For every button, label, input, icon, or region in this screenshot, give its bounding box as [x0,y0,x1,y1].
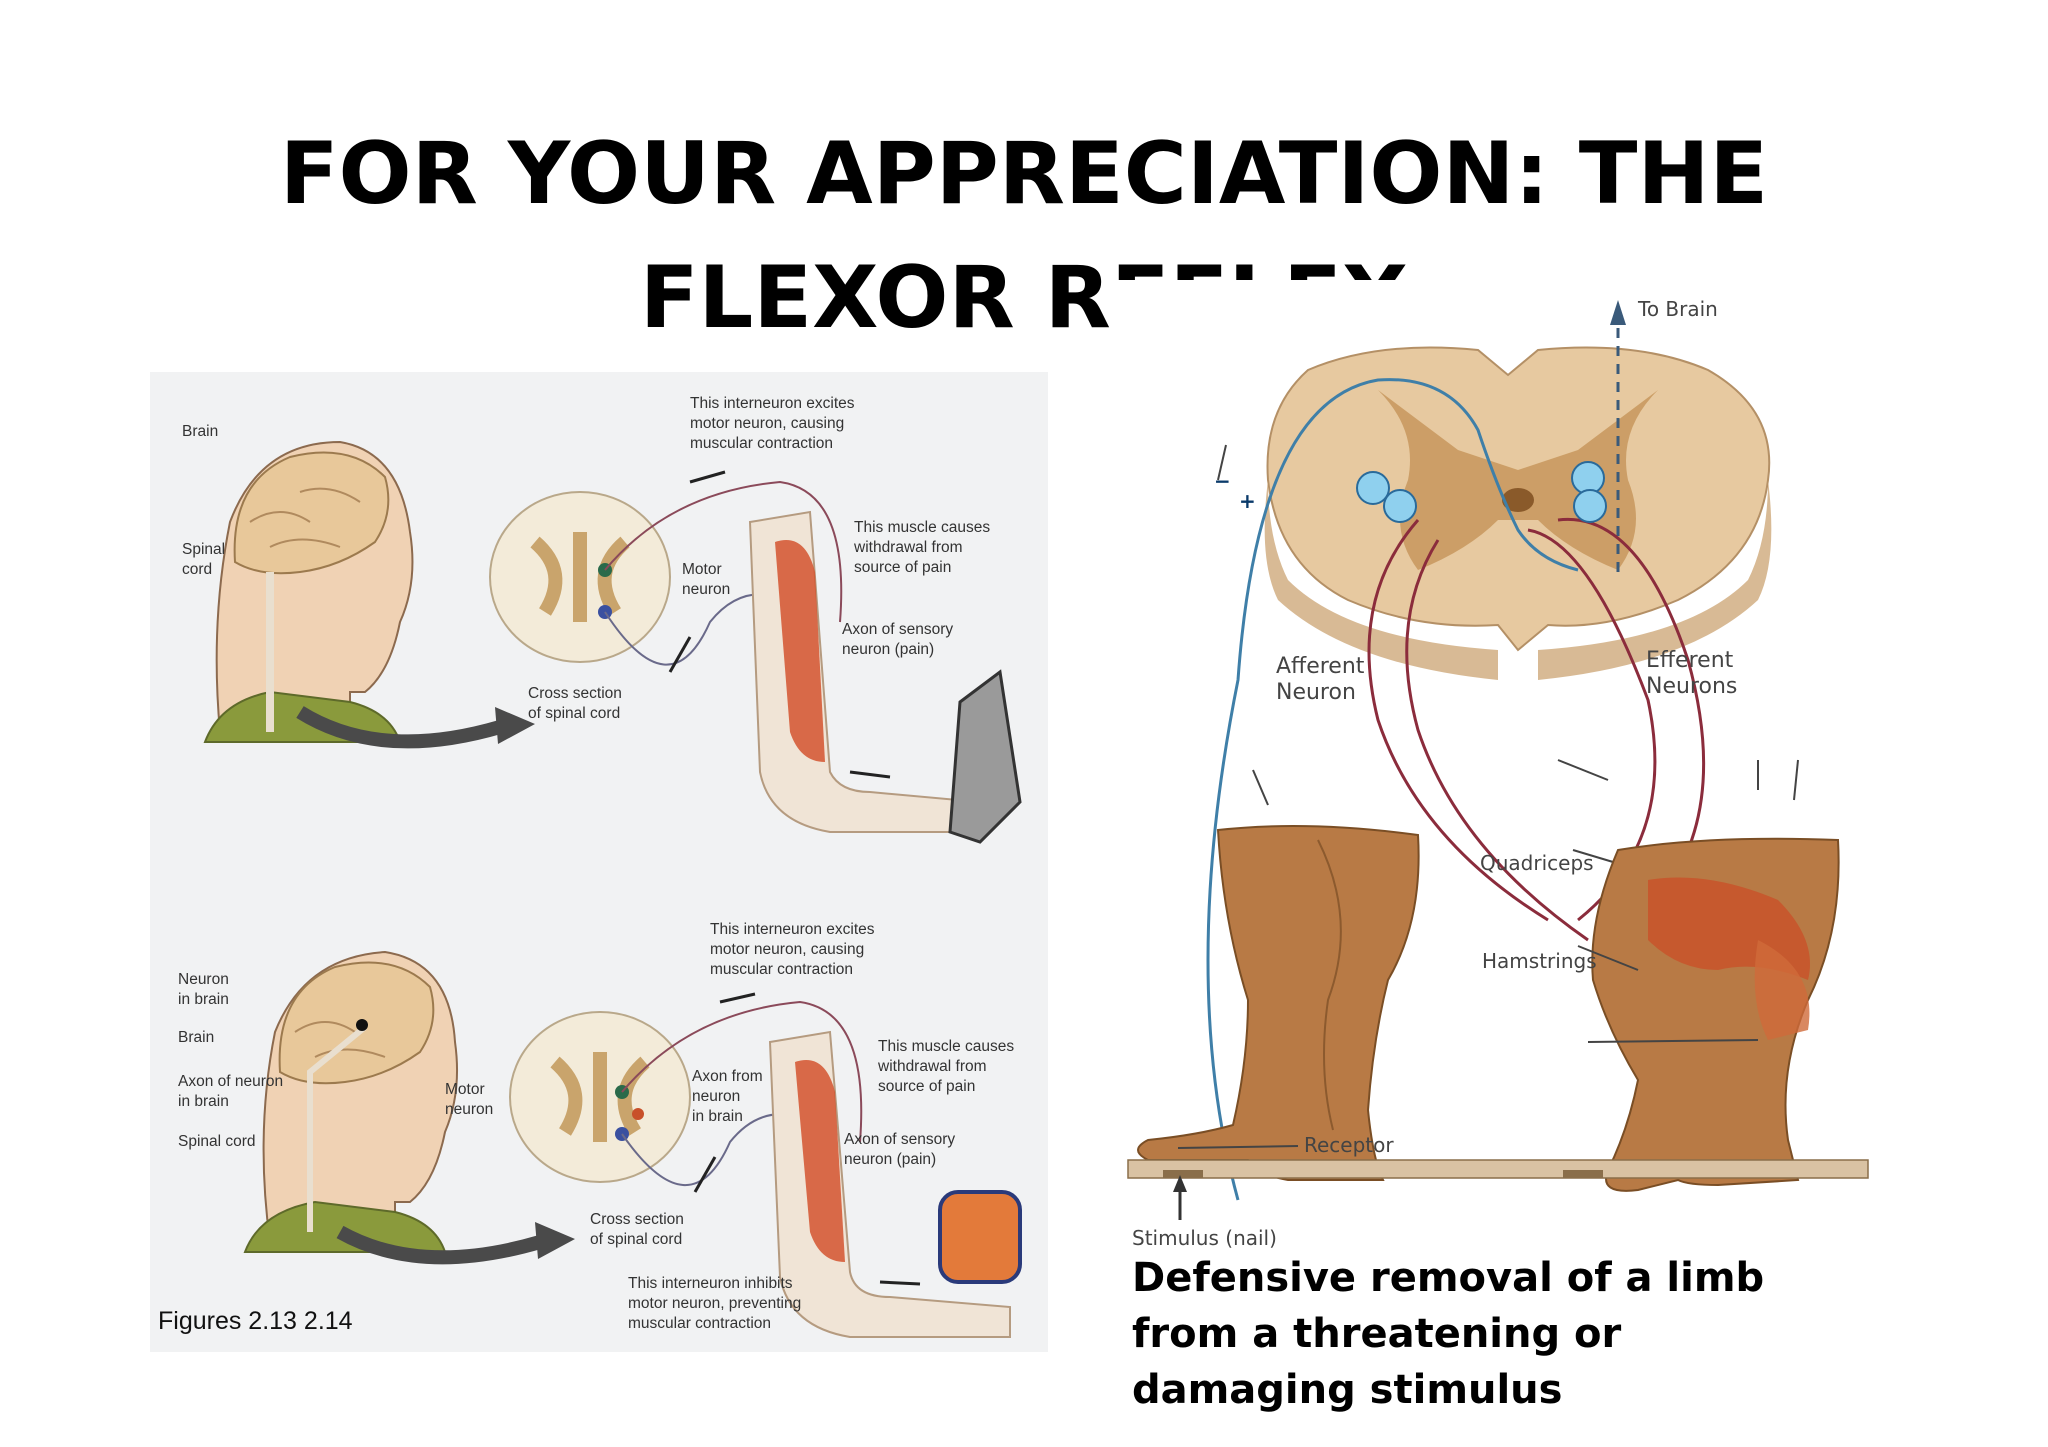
label-quadriceps: Quadriceps [1480,851,1594,875]
label-cross-section-top: Cross section of spinal cord [528,685,622,722]
reflex-diagram-illustration [1127,300,1869,1220]
arrow-to-cross-section-bottom [336,1225,542,1265]
textbook-figure: Brain Spinal cord This interneuron excit… [150,372,1048,1352]
label-cross-section-bottom: Cross section of spinal cord [590,1211,684,1248]
label-hamstrings: Hamstrings [1482,949,1597,973]
label-brain-top: Brain [182,423,219,440]
title-line-1: FOR YOUR APPRECIATION: THE [279,124,1769,224]
label-sensory-axon-bottom: Axon of sensory neuron (pain) [844,1131,956,1168]
label-interneuron-excites-bottom: This interneuron excites motor neuron, c… [710,921,875,978]
slide-caption: Defensive removal of a limb from a threa… [1132,1255,1765,1413]
label-muscle-withdrawal-top: This muscle causes withdrawal from sourc… [854,519,991,576]
label-receptor: Receptor [1304,1133,1394,1157]
label-motor-neuron-top: Motor neuron [682,561,731,598]
spinal-cross-section-top [489,491,671,663]
arrow-to-cross-section-top [296,706,502,749]
plus-marker: + [1239,489,1256,513]
spinal-cross-section-bottom [509,1011,691,1183]
right-leg-illustration [1591,837,1840,1192]
label-afferent-neuron: Afferent Neuron [1276,654,1365,705]
label-stimulus: Stimulus (nail) [1132,1226,1277,1250]
label-axon-of-neuron-in-brain: Axon of neuron in brain [178,1073,284,1110]
left-leg-illustration [1137,825,1420,1181]
label-interneuron-inhibits: This interneuron inhibits motor neuron, … [628,1275,802,1332]
label-spinal-cord-top: Spinal cord [182,541,226,578]
figure-caption: Figures 2.13 2.14 [158,1307,353,1335]
label-axon-from-brain: Axon from neuron in brain [692,1068,763,1125]
label-neuron-in-brain: Neuron in brain [178,971,229,1008]
label-sensory-axon-top: Axon of sensory neuron (pain) [842,621,954,658]
label-spinal-cord-bottom: Spinal cord [178,1133,256,1150]
arm-illustration-top [748,510,1022,844]
reflex-diagram: − + To Brain Afferent Neuron Efferent Ne… [1118,280,1878,1260]
afferent-neuron-path [1206,378,1579,1201]
label-to-brain: To Brain [1638,297,1718,321]
label-interneuron-excites-top: This interneuron excites motor neuron, c… [690,395,855,452]
arm-illustration-bottom [768,1030,1022,1338]
label-efferent-neurons: Efferent Neurons [1646,648,1738,699]
label-motor-neuron-bottom: Motor neuron [445,1081,494,1118]
head-illustration-top [203,440,414,743]
floor [1127,1159,1869,1179]
textbook-figure-illustration [203,440,1022,1338]
minus-marker: − [1214,469,1231,493]
label-muscle-withdrawal-bottom: This muscle causes withdrawal from sourc… [878,1038,1015,1095]
label-brain-bottom: Brain [178,1029,215,1046]
spinal-cord-section [1264,346,1772,680]
